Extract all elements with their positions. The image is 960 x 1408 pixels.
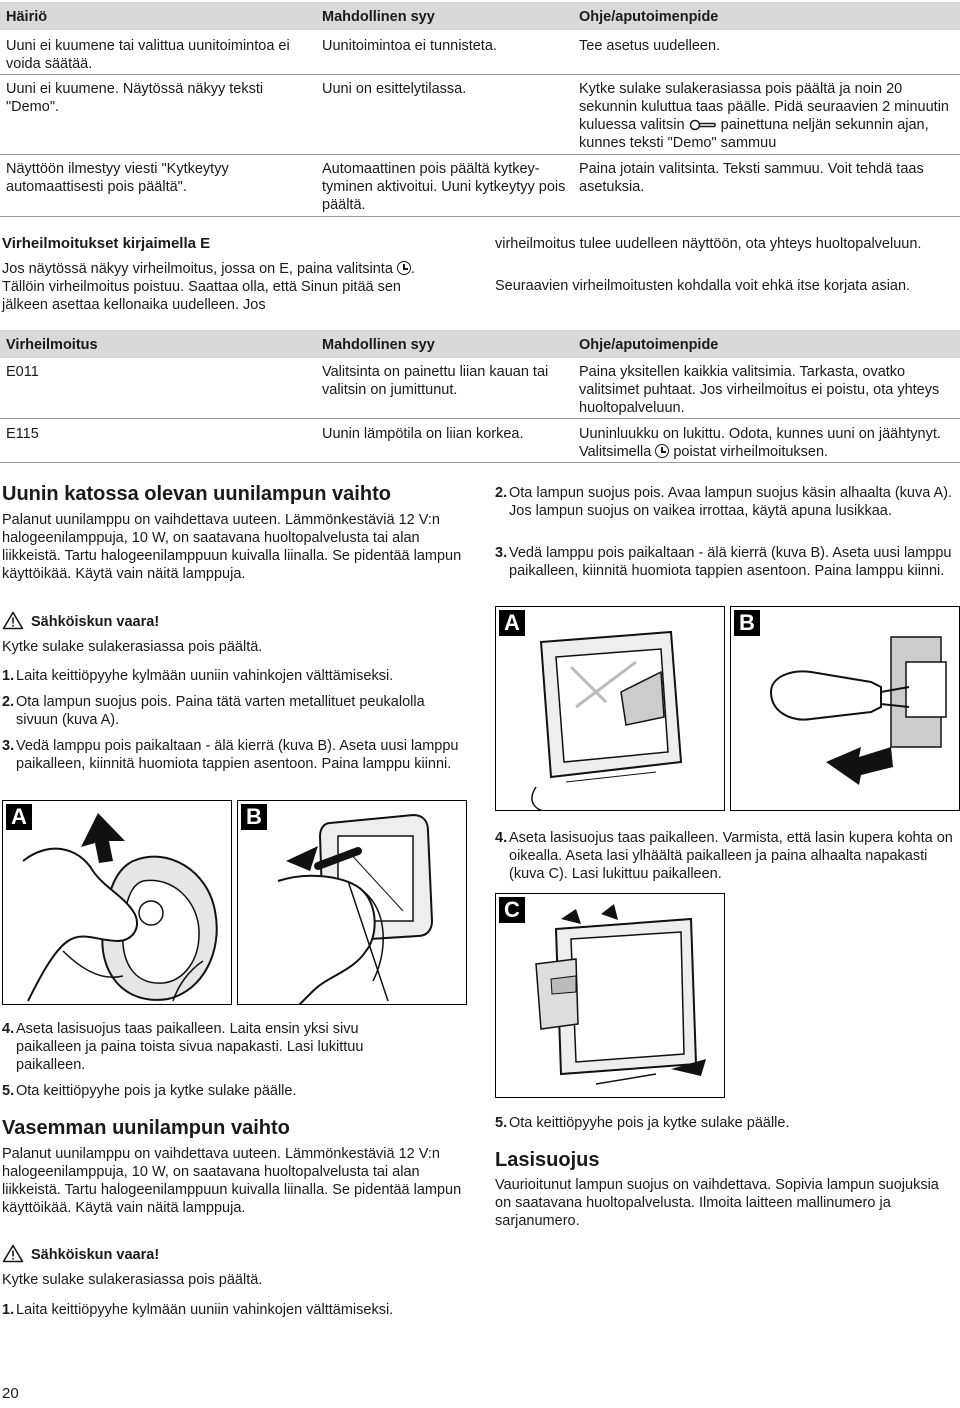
table1-row2-fault: Uuni ei kuumene. Näytössä näkyy teksti "… xyxy=(6,81,264,115)
step-number: 3. xyxy=(495,545,508,561)
lamp-cover-open-illustration xyxy=(531,630,683,810)
table1-row3-remedy: Paina jotain valitsinta. Teksti sammuu. … xyxy=(579,161,924,195)
warning-1-title: Sähköiskun vaara! xyxy=(31,614,160,630)
key-icon xyxy=(689,119,716,131)
step-text: Aseta lasisuojus taas paikalleen. Laita … xyxy=(16,1021,364,1073)
table2-header-remedy: Ohje/aputoimenpide xyxy=(579,337,719,353)
heading-ceiling-lamp: Uunin katossa olevan uunilampun vaihto xyxy=(2,483,391,505)
table1-row2-cause: Uuni on esittelytilassa. xyxy=(322,81,467,97)
step-number: 5. xyxy=(2,1083,15,1099)
errors-para-right-2: Seuraavien virheilmoitusten kohdalla voi… xyxy=(495,278,911,294)
warning-triangle-icon xyxy=(2,1244,24,1263)
step-text: Aseta lasisuojus taas paikalleen. Varmis… xyxy=(509,830,953,882)
table2-bottom-rule xyxy=(0,462,960,463)
figure-label: B xyxy=(734,610,760,636)
figure-label: A xyxy=(499,610,525,636)
errors-para-left-b: . Tällöin virheilmoitus poistuu. Saattaa… xyxy=(2,261,415,313)
hand-pulling-lamp-illustration xyxy=(277,813,434,1004)
hand-lamp-cover-illustration xyxy=(22,813,218,1002)
table2-row2-remedy-b: poistat virheilmoituksen. xyxy=(673,444,829,460)
figure-label: C xyxy=(499,897,525,923)
table1-row1-remedy: Tee asetus uudelleen. xyxy=(579,38,721,54)
step-number: 4. xyxy=(2,1021,15,1037)
heading-left-lamp: Vasemman uunilampun vaihto xyxy=(2,1117,290,1139)
glass-cover-insert-illustration xyxy=(535,904,706,1085)
table2-row1-remedy: Paina yksitellen kaikkia valitsimia. Tar… xyxy=(579,364,940,416)
step-number: 4. xyxy=(495,830,508,846)
figure-label: A xyxy=(6,804,32,830)
step-text: Ota lampun suojus pois. Avaa lampun suoj… xyxy=(509,485,953,519)
clock-icon xyxy=(655,444,670,458)
table1-header-cause: Mahdollinen syy xyxy=(322,9,435,25)
table2-row2-code: E115 xyxy=(6,426,39,442)
table2-row2-remedy-a: Uuninluukku on lukittu. Odota, kunnes uu… xyxy=(579,426,941,460)
page-number: 20 xyxy=(2,1385,19,1402)
table1-divider xyxy=(0,154,960,155)
errors-para-left: Jos näytössä näkyy virheilmoitus, jossa … xyxy=(2,260,422,314)
table2-divider xyxy=(0,418,960,419)
step-number: 1. xyxy=(2,1302,15,1318)
step-number: 2. xyxy=(2,694,15,710)
table1-bottom-rule xyxy=(0,216,960,217)
table1-row2-remedy-b: painettuna neljän sekunnin ajan, kunnes … xyxy=(579,117,929,151)
warning-1: Sähköiskun vaara! xyxy=(2,611,302,631)
glass-cover-para: Vaurioitunut lampun suojus on vaihdettav… xyxy=(495,1177,939,1229)
errors-para-right-1: virheilmoitus tulee uudelleen näyttöön, … xyxy=(495,236,922,252)
step-text: Ota keittiöpyyhe pois ja kytke sulake pä… xyxy=(509,1115,790,1131)
intro-left-lamp: Palanut uunilamppu on vaihdettava uuteen… xyxy=(2,1146,462,1216)
table2-row2-cause: Uunin lämpötila on liian korkea. xyxy=(322,426,524,442)
table2-row2-remedy: Uuninluukku on lukittu. Odota, kunnes uu… xyxy=(579,425,951,461)
table1-divider xyxy=(0,74,960,75)
clock-icon xyxy=(396,261,411,275)
table2-header-message: Virheilmoitus xyxy=(6,337,98,353)
table1-row3-cause: Automaattinen pois päältä kytkey-tyminen… xyxy=(322,161,566,213)
table1-row2-remedy-a: Kytke sulake sulakerasiassa pois päältä … xyxy=(579,81,949,133)
warning-2: Sähköiskun vaara! xyxy=(2,1244,302,1264)
figure-right-b: B xyxy=(730,606,960,811)
figure-right-a: A xyxy=(495,606,725,811)
table2-header-cause: Mahdollinen syy xyxy=(322,337,435,353)
table1-row1-fault: Uuni ei kuumene tai valittua uunitoimint… xyxy=(6,38,290,72)
step-number: 3. xyxy=(2,738,15,754)
halogen-bulb-illustration xyxy=(769,636,947,785)
table1-header-remedy: Ohje/aputoimenpide xyxy=(579,9,719,25)
table1-row3-fault: Näyttöön ilmestyy viesti "Kytkeytyy auto… xyxy=(6,161,229,195)
table2-header: Virheilmoitus Mahdollinen syy Ohje/aputo… xyxy=(0,330,960,358)
warning-2-text: Kytke sulake sulakerasiassa pois päältä. xyxy=(2,1272,263,1288)
heading-glass-cover: Lasisuojus xyxy=(495,1149,600,1171)
step-text: Vedä lamppu pois paikaltaan - älä kierrä… xyxy=(509,545,952,579)
step-text: Laita keittiöpyyhe kylmään uuniin vahink… xyxy=(16,668,394,684)
step-text: Ota keittiöpyyhe pois ja kytke sulake pä… xyxy=(16,1083,297,1099)
step-text: Ota lampun suojus pois. Paina tätä varte… xyxy=(16,694,425,728)
warning-1-text: Kytke sulake sulakerasiassa pois päältä. xyxy=(2,639,263,655)
figure-left-b: B xyxy=(237,800,467,1005)
step-number: 2. xyxy=(495,485,508,501)
table2-row1-code: E011 xyxy=(6,364,39,380)
warning-2-title: Sähköiskun vaara! xyxy=(31,1247,160,1263)
step-text: Laita keittiöpyyhe kylmään uuniin vahink… xyxy=(16,1302,394,1318)
step-number: 1. xyxy=(2,668,15,684)
warning-triangle-icon xyxy=(2,611,24,630)
table1-header-fault: Häiriö xyxy=(6,9,48,25)
errors-para-left-a: Jos näytössä näkyy virheilmoitus, jossa … xyxy=(2,261,393,277)
errors-heading: Virheilmoitukset kirjaimella E xyxy=(2,235,211,252)
step-text: Vedä lamppu pois paikaltaan - älä kierrä… xyxy=(16,738,459,772)
step-number: 5. xyxy=(495,1115,508,1131)
figure-right-c: C xyxy=(495,893,725,1098)
intro-ceiling-lamp: Palanut uunilamppu on vaihdettava uuteen… xyxy=(2,512,462,582)
table1-row1-cause: Uunitoimintoa ei tunnisteta. xyxy=(322,38,497,54)
table1-row2-remedy: Kytke sulake sulakerasiassa pois päältä … xyxy=(579,80,955,152)
figure-label: B xyxy=(241,804,267,830)
figure-left-a: A xyxy=(2,800,232,1005)
table1-header: Häiriö Mahdollinen syy Ohje/aputoimenpid… xyxy=(0,2,960,30)
table2-row1-cause: Valitsinta on painettu liian kauan tai v… xyxy=(322,364,549,398)
